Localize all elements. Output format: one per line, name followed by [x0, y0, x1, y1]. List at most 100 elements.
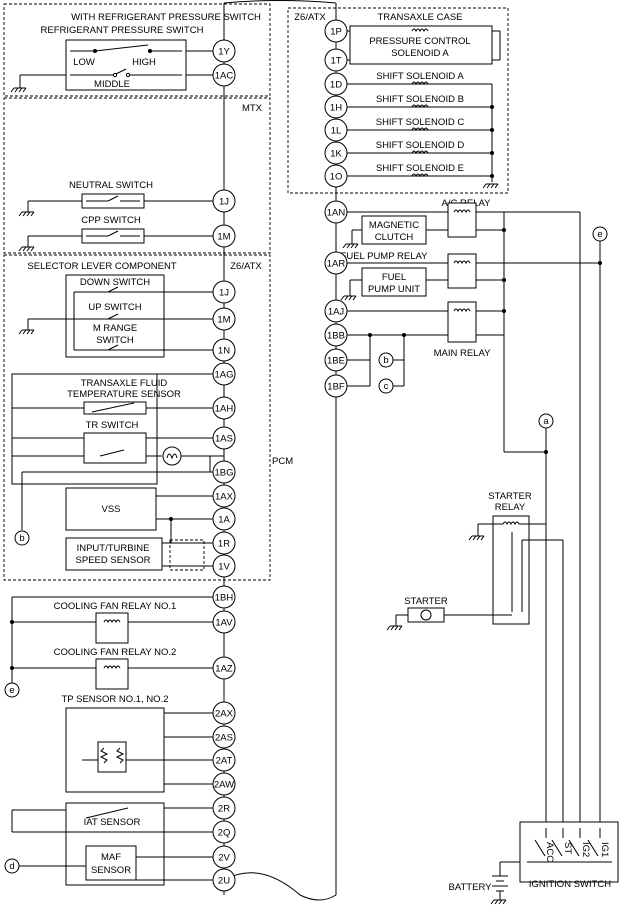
pcm-bottom-arc [223, 872, 337, 901]
pin-p1AJ: 1AJ [324, 299, 348, 323]
pin-label: 1AX [215, 492, 234, 503]
pin-p1V: 1V [212, 554, 236, 578]
pin-p1A: 1A [212, 507, 236, 531]
pin-label: 2AW [214, 780, 234, 791]
pin-label: 1H [330, 103, 342, 114]
tr-switch-label: TR SWITCH [86, 420, 139, 431]
pin-p1T: 1T [324, 48, 348, 72]
pin-p1AZ: 1AZ [212, 656, 236, 680]
fluid-temp-label-1: TRANSAXLE FLUID [81, 378, 168, 389]
pin-label: 1D [330, 80, 342, 91]
fuel-pump-unit-box [361, 267, 427, 297]
pin-label: 1R [218, 539, 230, 550]
pin-label: 1AR [327, 259, 346, 270]
pin-p1J_b: 1J [212, 280, 236, 304]
low-label: LOW [73, 57, 95, 68]
vss-label: VSS [101, 504, 120, 515]
svg-text:b: b [383, 355, 388, 366]
down-switch-label: DOWN SWITCH [80, 277, 150, 288]
pin-label: 1M [217, 315, 230, 326]
pin-p1AR: 1AR [324, 251, 348, 275]
svg-text:b: b [19, 533, 24, 544]
pin-label: 1L [331, 126, 342, 137]
pin-p1AH: 1AH [212, 396, 236, 420]
main-relay-box [447, 301, 477, 343]
pin-p1K: 1K [324, 141, 348, 165]
pcs-label-2: SOLENOID A [391, 48, 449, 59]
mtx-label: MTX [242, 103, 263, 114]
pin-label: 1AJ [328, 307, 345, 318]
pin-label: 1O [330, 172, 343, 183]
refrigerant-section [3, 3, 271, 97]
pin-label: 1BF [327, 382, 345, 393]
shift-a-label: SHIFT SOLENOID A [376, 71, 464, 82]
maf-sensor-box [85, 845, 137, 881]
ig1-label: IG1 [599, 842, 610, 857]
pin-p2V: 2V [212, 845, 236, 869]
pin-label: 1AN [327, 208, 346, 219]
neutral-switch-label: NEUTRAL SWITCH [69, 180, 153, 191]
pin-label: 1A [218, 515, 230, 526]
z6atx-left-label: Z6/ATX [230, 261, 262, 272]
pin-p1AN: 1AN [324, 200, 348, 224]
starter-relay-label-2: RELAY [495, 502, 526, 513]
pcm-label: PCM [272, 456, 293, 467]
pin-label: 2V [218, 853, 230, 864]
connector-b-left [14, 530, 30, 546]
ignition-switch-box [519, 821, 619, 883]
connector-d [4, 858, 20, 874]
pin-label: 1P [330, 27, 342, 38]
svg-text:e: e [9, 685, 14, 696]
pin-p1BB: 1BB [324, 323, 348, 347]
pin-label: 1BH [215, 593, 234, 604]
pin-label: 1T [330, 56, 341, 67]
starter-relay-label-1: STARTER [488, 491, 532, 502]
input-turbine-label-1: INPUT/TURBINE [77, 543, 150, 554]
pin-p2R: 2R [212, 796, 236, 820]
main-relay-label: MAIN RELAY [434, 348, 492, 359]
pcm-top-arc [223, 0, 337, 4]
pin-label: 2AX [215, 709, 234, 720]
pin-p1H: 1H [324, 95, 348, 119]
pin-label: 1AG [214, 370, 233, 381]
m-range-label-1: M RANGE [93, 323, 137, 334]
cooling-fan-relay-2 [95, 658, 129, 690]
pin-label: 1J [219, 288, 229, 299]
pin-p1J_a: 1J [212, 189, 236, 213]
pin-label: 1AC [215, 71, 234, 82]
pin-label: 1AH [215, 404, 234, 415]
pin-label: 2AT [216, 756, 233, 767]
cooling-fan-1-label: COOLING FAN RELAY NO.1 [54, 601, 177, 612]
pin-label: 2U [218, 876, 230, 887]
pin-p2AW: 2AW [212, 772, 236, 796]
magnetic-label-1: MAGNETIC [369, 220, 419, 231]
pin-p1Y: 1Y [212, 39, 236, 63]
pin-p1AG: 1AG [212, 362, 236, 386]
ig2-label: IG2 [580, 842, 591, 857]
pin-p1M_a: 1M [212, 224, 236, 248]
motor-icon [420, 609, 432, 621]
pin-p1P: 1P [324, 19, 348, 43]
acc-label: ACC [544, 842, 555, 862]
input-turbine-label-2: SPEED SENSOR [76, 555, 151, 566]
pcm-pins: 1Y1AC1J1M1J1M1N1AG1AH1AS1BG1AX1A1R1V1BH1… [212, 19, 348, 892]
pin-label: 1AZ [215, 664, 233, 675]
cpp-switch-label: CPP SWITCH [81, 215, 141, 226]
pin-label: 2R [218, 804, 230, 815]
cooling-fan-2-label: COOLING FAN RELAY NO.2 [54, 647, 177, 658]
pin-label: 1AV [215, 618, 233, 629]
up-switch-label: UP SWITCH [88, 302, 141, 313]
pin-p1R: 1R [212, 531, 236, 555]
pin-label: 1BE [327, 356, 345, 367]
pin-p2AX: 2AX [212, 701, 236, 725]
fuel-pump-relay-box [447, 253, 477, 289]
pin-p2AT: 2AT [212, 748, 236, 772]
m-range-label-2: SWITCH [96, 335, 134, 346]
shift-e-label: SHIFT SOLENOID E [376, 163, 464, 174]
battery-label: BATTERY [449, 882, 493, 893]
fuel-pump-relay-label: FUEL PUMP RELAY [341, 251, 429, 262]
st-label: ST [562, 842, 573, 854]
pcs-label-1: PRESSURE CONTROL [369, 36, 470, 47]
pin-p1L: 1L [324, 118, 348, 142]
